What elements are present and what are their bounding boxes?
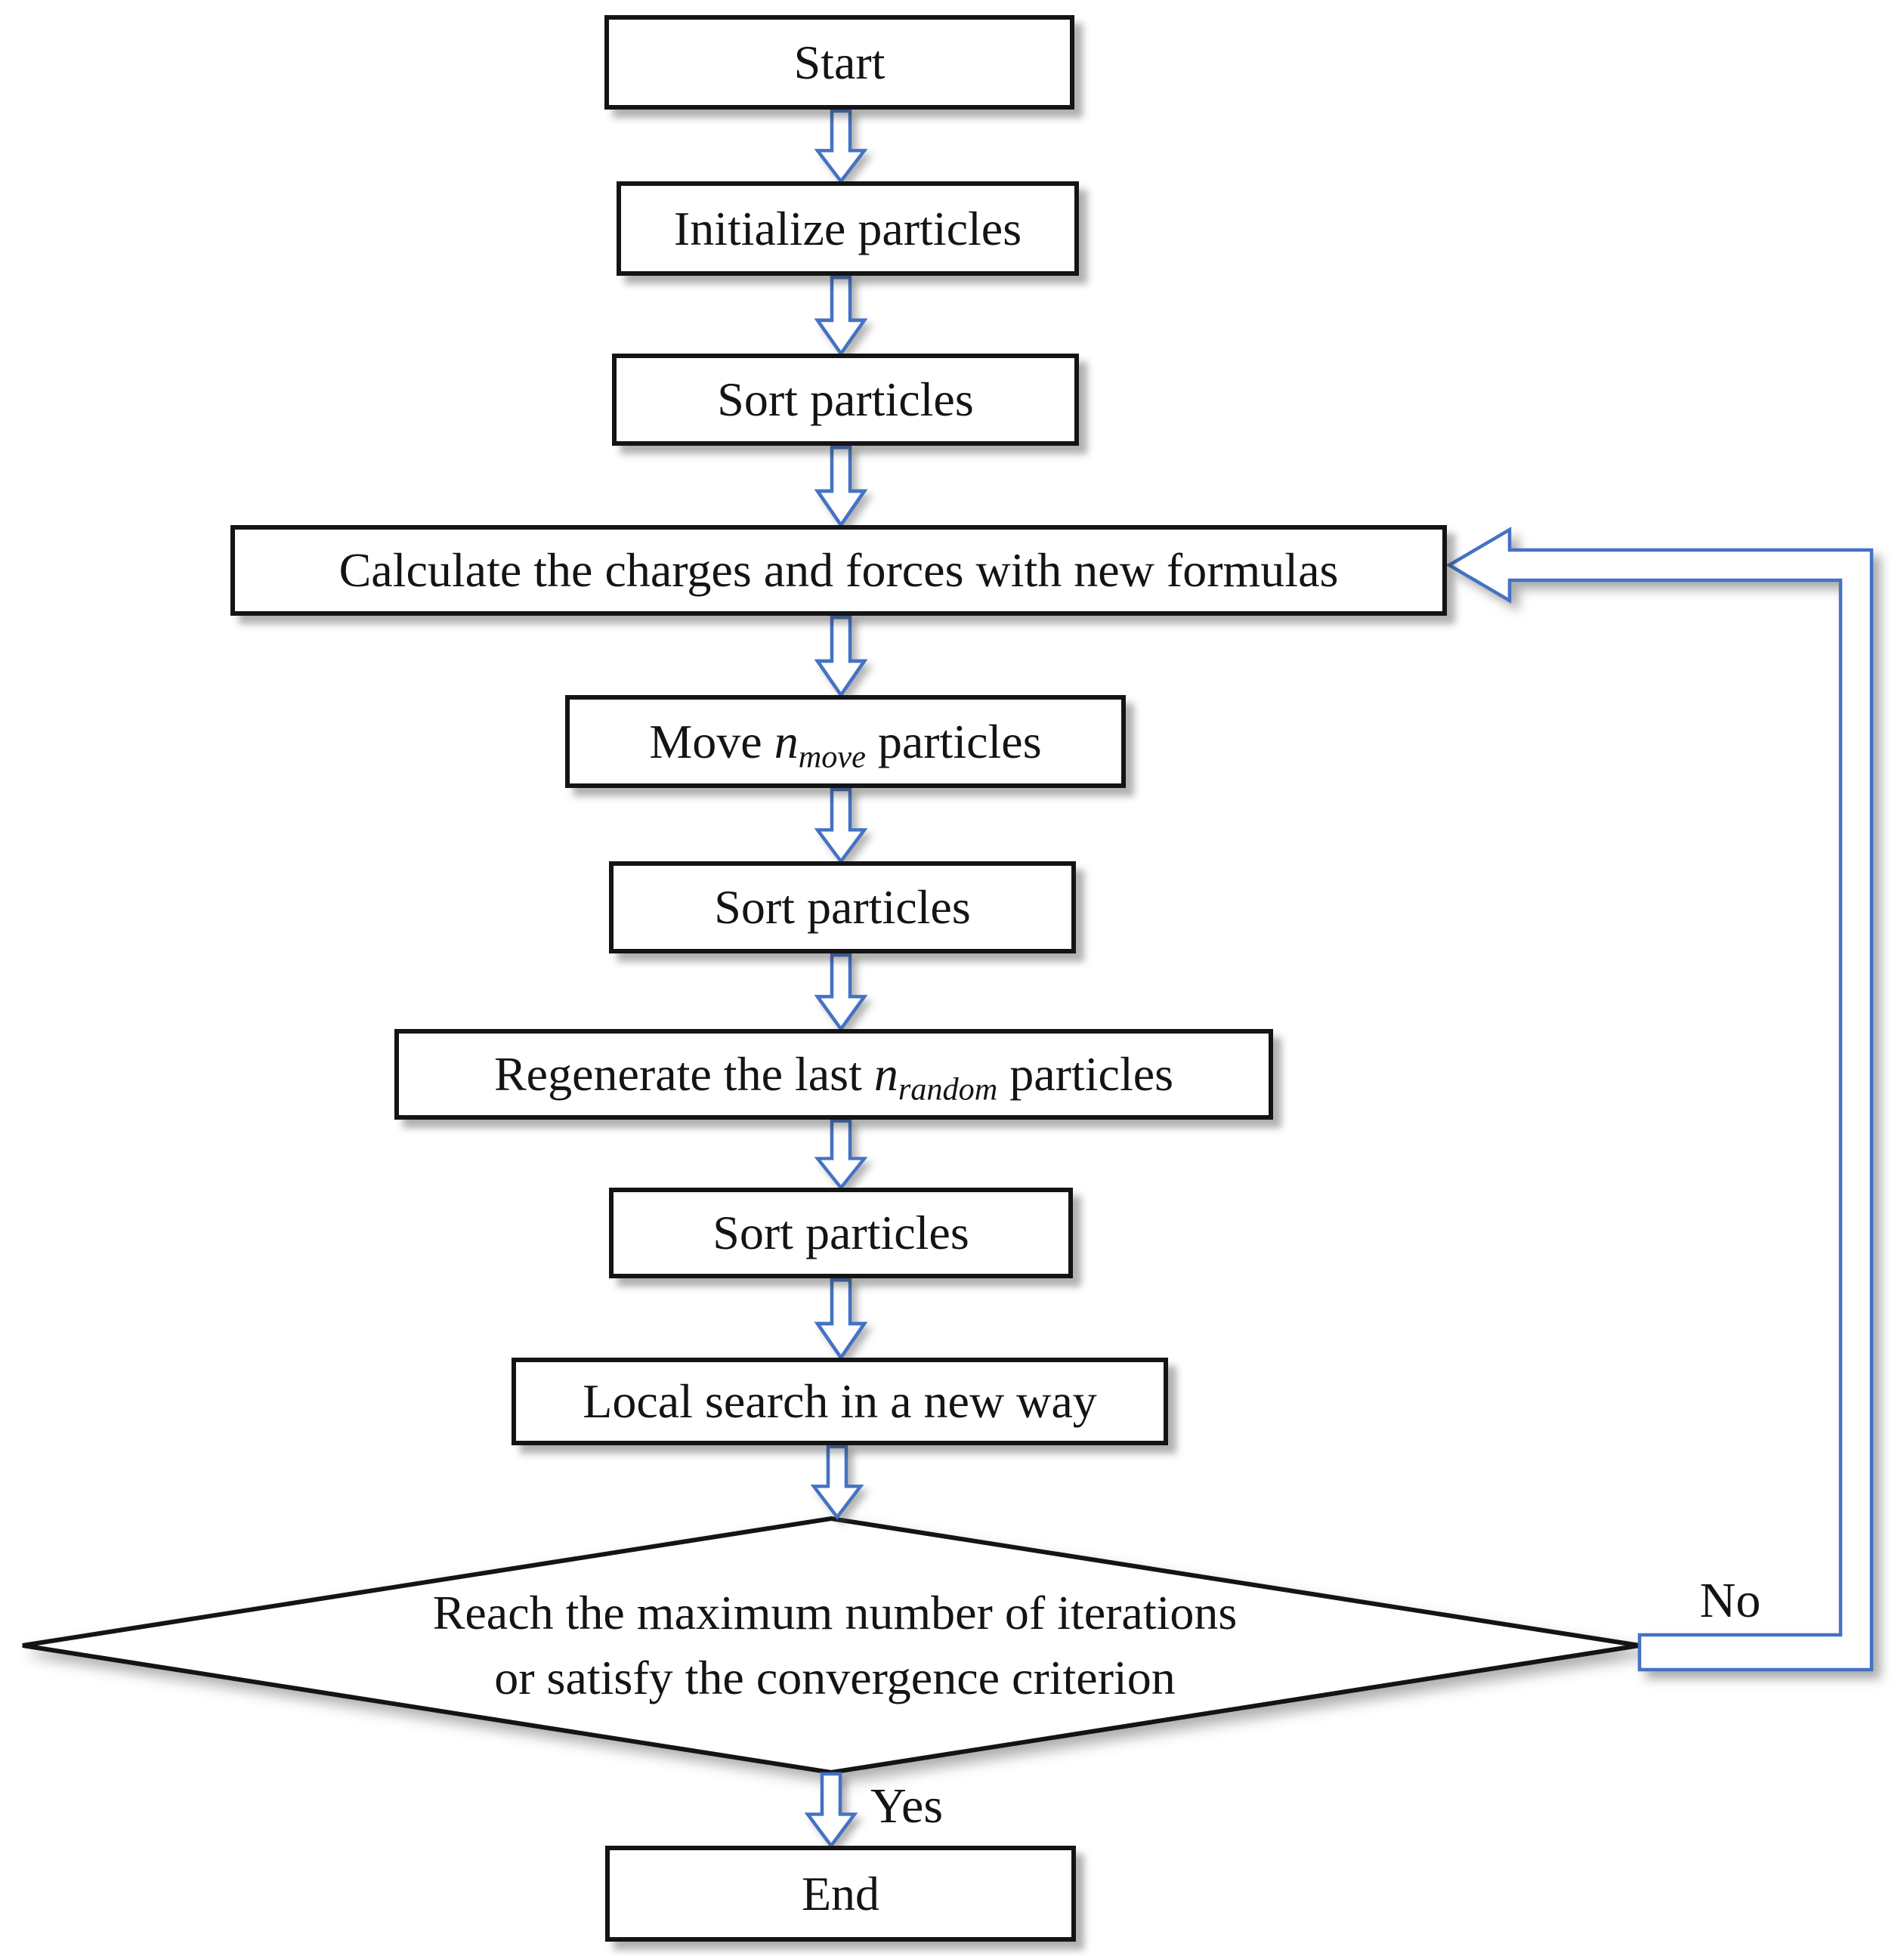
down-arrow-icon (818, 1121, 864, 1188)
node-sort-particles-1: Sort particles (612, 354, 1079, 446)
node-calculate-charges-forces: Calculate the charges and forces with ne… (230, 525, 1447, 616)
label-yes: Yes (870, 1778, 944, 1834)
down-arrow-icon (818, 1280, 864, 1358)
down-arrow-icon (818, 955, 864, 1029)
node-start: Start (604, 15, 1074, 110)
node-local-search-label: Local search in a new way (583, 1374, 1097, 1428)
node-initialize-particles: Initialize particles (617, 181, 1079, 276)
node-sort3-label: Sort particles (712, 1206, 969, 1259)
down-arrow-icon (814, 1447, 861, 1517)
down-arrow-icon (818, 617, 864, 695)
down-arrow-icon (818, 111, 864, 181)
label-no: No (1699, 1573, 1761, 1628)
node-calculate-label: Calculate the charges and forces with ne… (338, 543, 1339, 597)
down-arrow-icon (818, 790, 864, 861)
down-arrow-icon (818, 447, 864, 525)
node-move-label: Move nmove particles (649, 714, 1042, 775)
node-end: End (605, 1846, 1076, 1942)
yes-down-arrow-icon (808, 1774, 855, 1846)
node-sort-particles-2: Sort particles (609, 861, 1076, 953)
node-start-label: Start (793, 35, 886, 89)
down-arrow-icon (818, 277, 864, 354)
node-sort2-label: Sort particles (714, 880, 971, 934)
node-local-search: Local search in a new way (512, 1358, 1168, 1445)
decision-line1: Reach the maximum number of iterations (432, 1586, 1238, 1640)
node-end-label: End (801, 1866, 880, 1920)
node-regenerate-label: Regenerate the last nrandom particles (493, 1047, 1174, 1108)
no-feedback-arrow (1445, 527, 1874, 1672)
node-sort1-label: Sort particles (717, 372, 974, 426)
node-decision-text: Reach the maximum number of iterations o… (212, 1574, 1458, 1717)
node-regenerate-particles: Regenerate the last nrandom particles (394, 1029, 1273, 1120)
node-sort-particles-3: Sort particles (609, 1188, 1073, 1278)
node-initialize-label: Initialize particles (673, 201, 1022, 255)
node-move-particles: Move nmove particles (565, 695, 1126, 788)
decision-line2: or satisfy the convergence criterion (494, 1651, 1176, 1704)
